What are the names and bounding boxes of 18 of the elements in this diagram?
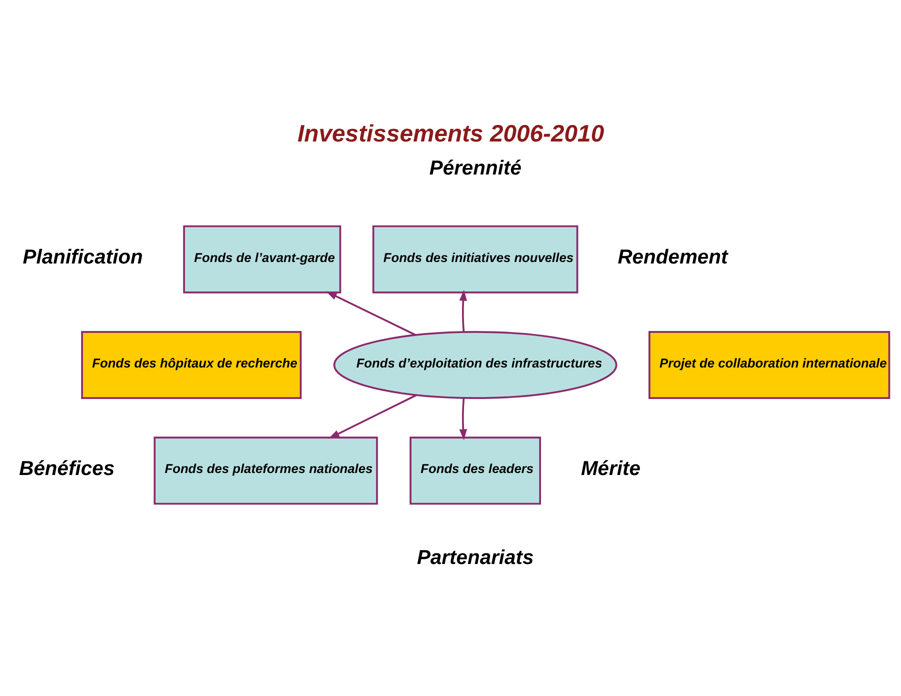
arrow	[459, 290, 468, 332]
label: Mérite	[580, 458, 640, 480]
node-box: Fonds des initiatives nouvelles	[372, 225, 578, 294]
label: Pérennité	[429, 157, 522, 180]
label: Rendement	[618, 246, 728, 269]
diagram-title: Investissements 2006-2010	[298, 120, 604, 148]
arrow	[326, 291, 416, 336]
node-box: Projet de collaboration internationale	[648, 331, 890, 399]
node-box: Fonds des plateformes nationales	[154, 436, 378, 505]
node-ellipse: Fonds d’exploitation des infrastructures	[333, 331, 618, 399]
node-box: Fonds des hôpitaux de recherche	[81, 331, 302, 399]
label: Partenariats	[416, 547, 534, 570]
label: Planification	[22, 246, 143, 269]
arrow	[328, 394, 417, 439]
node-box: Fonds des leaders	[410, 436, 541, 505]
label: Bénéfices	[19, 458, 115, 480]
arrow	[459, 398, 468, 440]
node-box: Fonds de l’avant-garde	[183, 225, 342, 294]
